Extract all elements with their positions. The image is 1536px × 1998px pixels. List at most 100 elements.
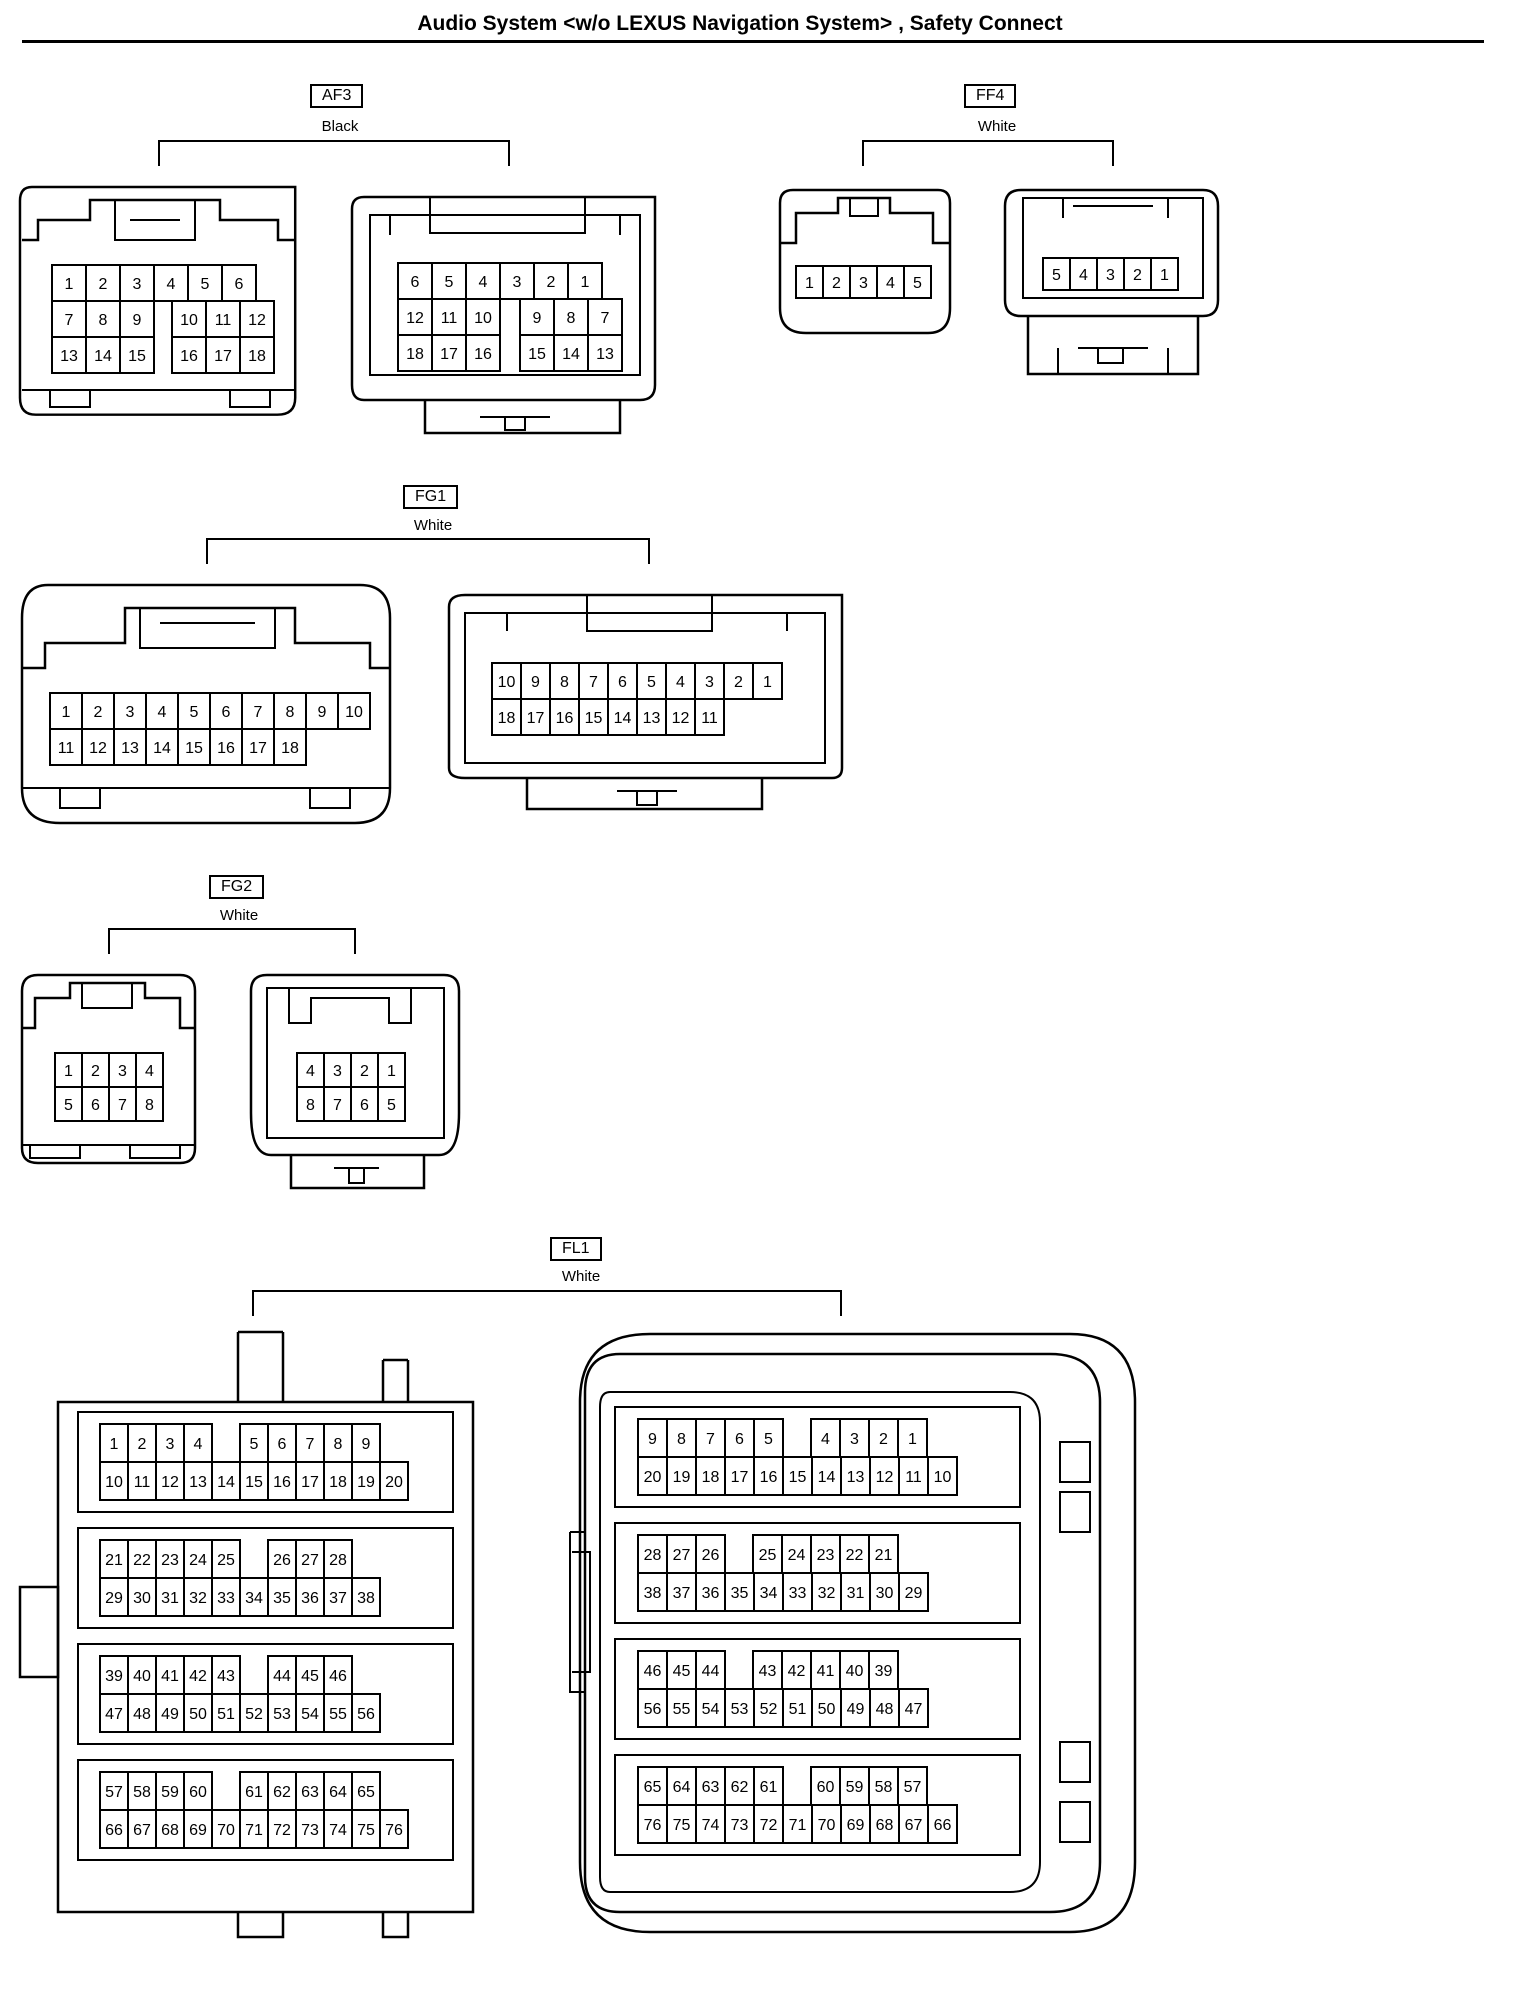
fg2-female-pin-3: 3 (333, 1063, 342, 1080)
fl1-male-pin-57: 57 (105, 1784, 123, 1801)
fg2-male-pin-8: 8 (145, 1097, 154, 1114)
fl1-female-pin-32: 32 (818, 1585, 836, 1602)
fg1-male-pin-7: 7 (254, 704, 263, 721)
fl1-female-pin-box (869, 1572, 900, 1612)
fl1-male-pin-9: 9 (362, 1436, 371, 1453)
fl1-male-pin-49: 49 (161, 1706, 179, 1723)
fg1-female-pin-11: 11 (701, 710, 718, 727)
fl1-male-pin-10: 10 (105, 1474, 123, 1491)
fl1-male-pin-39: 39 (105, 1668, 123, 1685)
fl1-male-pin-74: 74 (329, 1822, 347, 1839)
fl1-male-pin-box (323, 1809, 353, 1849)
fg1-female-pin-3: 3 (705, 674, 714, 691)
fg2-female-pin-6: 6 (360, 1097, 369, 1114)
fl1-female-pin-74: 74 (702, 1817, 720, 1834)
connector-label-fg2: FG2 (209, 875, 265, 899)
fl1-male-pin-32: 32 (189, 1590, 207, 1607)
af3-female-pin-17: 17 (440, 346, 458, 363)
fg1-female-pin-12: 12 (672, 710, 690, 727)
fl1-male-pin-box (379, 1809, 409, 1849)
ff4-male-pin-box (903, 265, 932, 299)
af3-male-pin-18: 18 (248, 348, 266, 365)
fg1-female-pin-box (694, 698, 725, 736)
fg1-female-pin-box (694, 662, 725, 700)
fl1-male-pin-70: 70 (217, 1822, 235, 1839)
af3-male-pin-2: 2 (99, 276, 108, 293)
fl1-female-pin-box (637, 1804, 668, 1844)
fg1-female-pin-14: 14 (614, 710, 632, 727)
fl1-female-pin-10: 10 (934, 1469, 952, 1486)
fl1-female-pin-48: 48 (876, 1701, 894, 1718)
fl1-female-pin-25: 25 (759, 1547, 777, 1564)
af3-male-pin-5: 5 (201, 276, 210, 293)
fg1-female-pin-box (607, 698, 638, 736)
fl1-male-pin-box (211, 1577, 241, 1617)
af3-female-pin-9: 9 (533, 310, 542, 327)
connector-bracket-ff4 (862, 140, 1114, 166)
af3-male-pin-7: 7 (65, 312, 74, 329)
fg2-female-pin-box (350, 1086, 379, 1122)
fl1-male-pin-53: 53 (273, 1706, 291, 1723)
fg1-male-pin-1: 1 (62, 704, 71, 721)
af3-female-pin-box (587, 334, 623, 372)
fg1-male-pin-box (81, 692, 115, 730)
fl1-female-pin-47: 47 (905, 1701, 923, 1718)
fl1-male-pin-box (211, 1809, 241, 1849)
ff4-male-pin-4: 4 (886, 275, 895, 292)
fl1-female-pin-12: 12 (876, 1469, 894, 1486)
fl1-male-pin-box (183, 1693, 213, 1733)
connector-color-fg2: White (219, 907, 259, 924)
fl1-female-pin-17: 17 (731, 1469, 749, 1486)
fl1-female-pin-box (724, 1456, 755, 1496)
fg1-female-pin-2: 2 (734, 674, 743, 691)
af3-female-pin-8: 8 (567, 310, 576, 327)
connector-label-ff4: FF4 (964, 84, 1017, 108)
fl1-male-pin-15: 15 (245, 1474, 263, 1491)
fg1-male-pin-18: 18 (281, 740, 299, 757)
af3-male-pin-box (221, 264, 257, 302)
fl1-female-pin-65: 65 (644, 1779, 662, 1796)
connector-bracket-af3 (158, 140, 510, 166)
fl1-male-pin-box (211, 1655, 241, 1695)
fl1-female-pin-22: 22 (846, 1547, 864, 1564)
af3-male-pin-8: 8 (99, 312, 108, 329)
fl1-male-pin-33: 33 (217, 1590, 235, 1607)
fg2-female-pin-7: 7 (333, 1097, 342, 1114)
fl1-female-pin-36: 36 (702, 1585, 720, 1602)
fl1-male-pin-box (99, 1461, 129, 1501)
fg1-male-pin-6: 6 (222, 704, 231, 721)
fg1-male-pin-box (113, 728, 147, 766)
ff4-female-pin-5: 5 (1052, 267, 1061, 284)
fl1-female-pin-box (753, 1766, 784, 1806)
connector-color-ff4: White (977, 118, 1017, 135)
fl1-female-pin-box (869, 1804, 900, 1844)
fl1-female-pin-54: 54 (702, 1701, 720, 1718)
fl1-male-pin-box (351, 1577, 381, 1617)
fg2-male-pin-box (108, 1086, 137, 1122)
fl1-female-pin-21: 21 (875, 1547, 893, 1564)
fl1-female-pin-28: 28 (644, 1547, 662, 1564)
fl1-male-pin-62: 62 (273, 1784, 291, 1801)
fg2-female-pin-4: 4 (306, 1063, 315, 1080)
fl1-male-pin-41: 41 (161, 1668, 179, 1685)
fg1-female-pin-box (578, 662, 609, 700)
fl1-male-pin-2: 2 (138, 1436, 147, 1453)
fl1-male-pin-38: 38 (357, 1590, 375, 1607)
fl1-female-pin-7: 7 (706, 1431, 715, 1448)
fl1-female-pin-box (782, 1688, 813, 1728)
connector-bracket-fg2 (108, 928, 356, 954)
fg1-male-pin-8: 8 (286, 704, 295, 721)
fg1-male-pin-12: 12 (89, 740, 107, 757)
fl1-male-pin-64: 64 (329, 1784, 347, 1801)
fg1-male-pin-box (145, 728, 179, 766)
fg2-female-pin-box (377, 1086, 406, 1122)
fl1-female-pin-38: 38 (644, 1585, 662, 1602)
fl1-male-pin-51: 51 (217, 1706, 235, 1723)
fl1-male-pin-54: 54 (301, 1706, 319, 1723)
fl1-male-pin-25: 25 (217, 1552, 235, 1569)
fl1-male-pin-35: 35 (273, 1590, 291, 1607)
fl1-female-pin-75: 75 (673, 1817, 691, 1834)
fg1-female-pin-17: 17 (527, 710, 545, 727)
